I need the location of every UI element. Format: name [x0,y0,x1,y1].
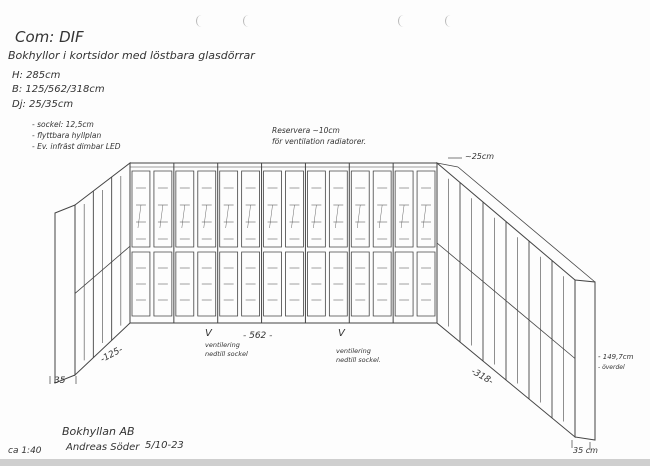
glass-door-upper [307,170,326,248]
company-name: Bokhyllan AB [62,425,135,438]
punch-hole [445,15,456,27]
glass-door-upper [241,170,260,248]
glass-door-lower [328,251,348,317]
glass-door-upper [372,170,392,248]
depth-spec: Dj: 25/35cm [12,99,74,110]
glass-reflection [181,204,186,229]
glass-door-lower [416,251,436,317]
punch-hole [196,15,207,27]
glass-reflection [225,204,229,229]
vent-note: nedtill sockel [205,350,248,358]
glass-door-upper [263,170,282,248]
glass-door-upper [131,170,151,248]
glass-door-upper [416,170,436,248]
scale-label: ca 1:40 [8,446,42,456]
glass-reflection [378,204,383,229]
glass-door-lower [350,251,370,317]
glass-reflection [313,204,317,229]
center-width-dimension: - 562 - [243,331,273,341]
left-depth-dimension: 35 [54,376,66,386]
right-side-panel [574,279,596,441]
gap-note: Reservera ~10cm [272,126,340,135]
height-spec: H: 285cm [12,70,61,81]
right-depth-dimension: 35 cm [573,446,598,455]
right-height-note: - 149,7cm [598,353,634,361]
vent-note: ventilering [336,347,371,355]
glass-door-lower [394,251,414,317]
right-height-note: - överdel [598,364,625,371]
left-side-panel [54,204,76,384]
author-name: Andreas Söder [66,442,140,453]
glass-reflection [269,204,273,229]
top-depth-line [436,162,459,168]
glass-door-upper [153,170,173,248]
glass-reflection [291,204,295,229]
door-split [436,242,576,359]
note-item: - flyttbara hyllplan [32,131,102,140]
reference-code: Com: DIF [15,28,84,46]
glass-door-upper [197,170,217,248]
glass-door-lower [219,251,239,317]
vent-arrow-icon: V [205,328,212,339]
glass-reflection [159,204,164,229]
scan-edge [0,459,650,466]
punch-hole [243,15,254,27]
width-spec: B: 125/562/318cm [12,84,105,95]
glass-reflection [203,204,207,229]
glass-reflection [400,204,405,229]
glass-door-lower [197,251,217,317]
depth-top-label: ~25cm [465,152,495,161]
glass-door-upper [350,170,370,248]
glass-door-lower [131,251,151,317]
glass-door-upper [328,170,348,248]
note-item: - sockel: 12,5cm [32,120,94,129]
glass-door-lower [285,251,304,317]
door-split [74,245,131,294]
top-depth-line [457,166,596,283]
glass-reflection [137,204,142,229]
glass-door-upper [285,170,304,248]
vent-arrow-icon: V [338,328,345,339]
glass-door-upper [219,170,239,248]
glass-door-lower [263,251,282,317]
note-item: - Ev. infräst dimbar LED [32,142,121,151]
sketch-title: Bokhyllor i kortsidor med löstbara glasd… [8,49,255,62]
punch-hole [398,15,409,27]
glass-reflection [357,204,361,229]
glass-reflection [422,204,427,229]
vent-note: nedtill sockel. [336,356,381,364]
glass-door-lower [153,251,173,317]
glass-reflection [335,204,339,229]
glass-door-lower [372,251,392,317]
glass-door-lower [241,251,260,317]
glass-reflection [247,204,251,229]
sketch-date: 5/10-23 [145,440,184,451]
gap-note: för ventilation radiatorer. [272,137,367,146]
glass-door-lower [175,251,195,317]
glass-door-upper [394,170,414,248]
glass-door-lower [307,251,326,317]
vent-note: ventilering [205,341,240,349]
glass-door-upper [175,170,195,248]
